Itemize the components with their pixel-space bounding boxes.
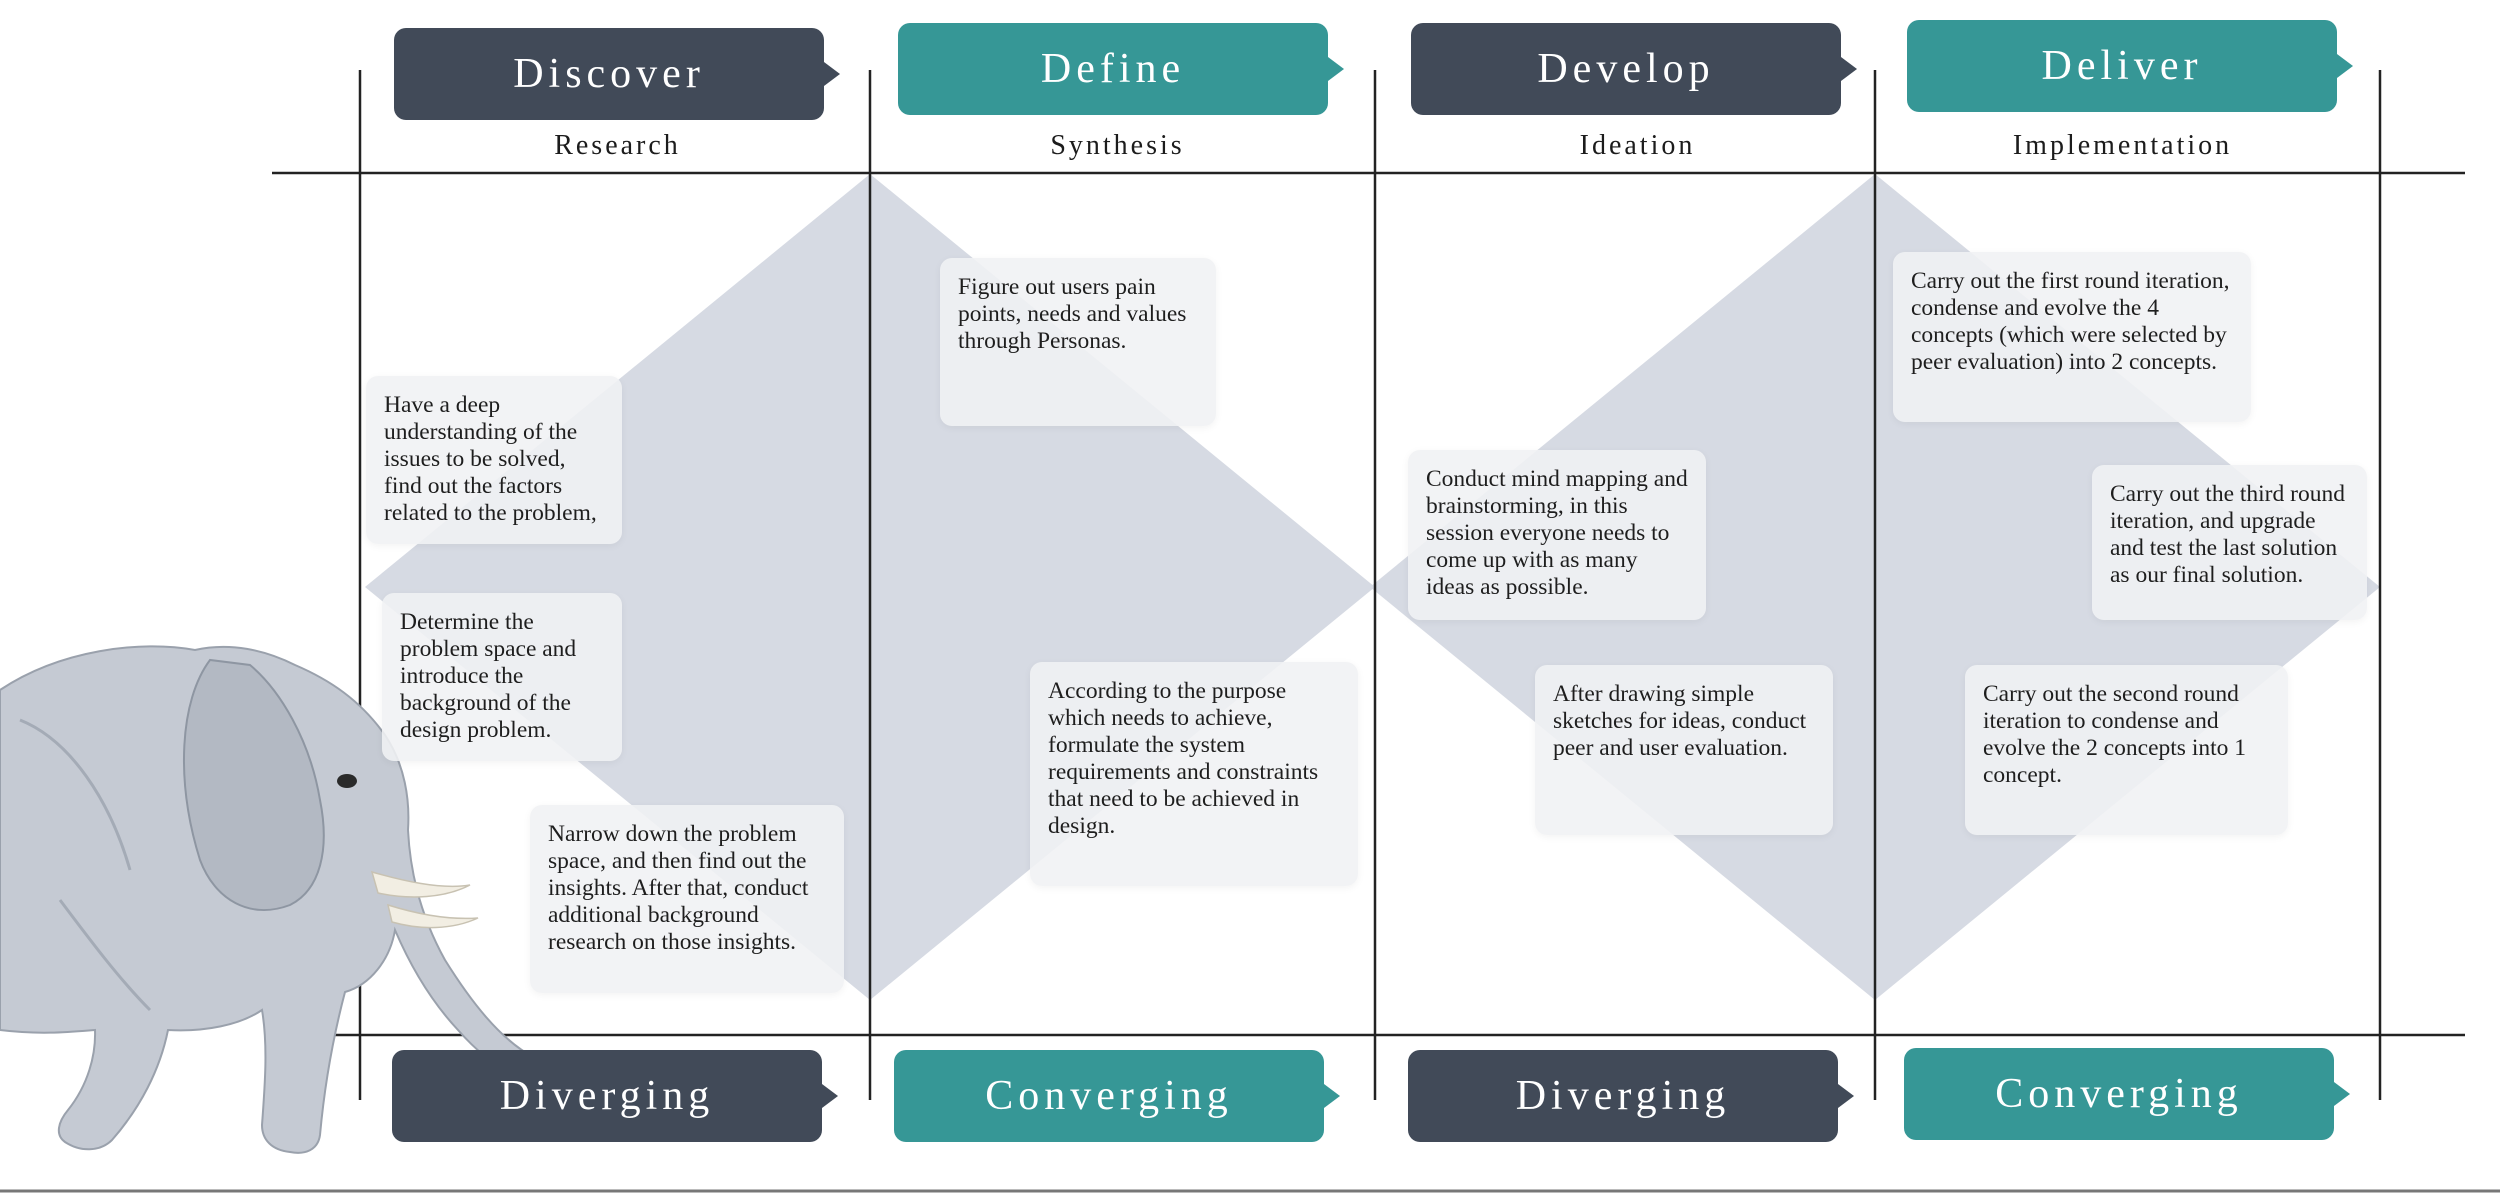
card-deliver-1: Carry out the first round iteration, con…	[1893, 252, 2251, 422]
stage-deliver-tag: Deliver	[1907, 20, 2353, 112]
mode-converging-2-label: Converging	[1995, 1071, 2243, 1117]
card-develop-1: Conduct mind mapping and brainstorming, …	[1408, 450, 1706, 620]
phase-implementation: Implementation	[2012, 130, 2233, 161]
mode-diverging-2-label: Diverging	[1515, 1073, 1731, 1119]
card-discover-3-text: Narrow down the problem space, and then …	[548, 821, 809, 955]
stage-discover-label: Discover	[513, 51, 705, 97]
card-discover-2: Determine the problem space and introduc…	[382, 593, 622, 761]
stage-develop-tag: Develop	[1411, 23, 1857, 115]
stage-define-tag: Define	[898, 23, 1344, 115]
card-discover-3: Narrow down the problem space, and then …	[530, 805, 844, 993]
phase-ideation: Ideation	[1579, 130, 1696, 161]
card-deliver-3-text: Carry out the second round iteration to …	[1983, 681, 2246, 788]
mode-converging-1-label: Converging	[985, 1073, 1233, 1119]
mode-diverging-2-tag: Diverging	[1408, 1050, 1854, 1142]
phase-synthesis: Synthesis	[1050, 130, 1185, 161]
stage-discover-tag: Discover	[394, 28, 840, 120]
card-develop-2: After drawing simple sketches for ideas,…	[1535, 665, 1833, 835]
card-discover-1-text: Have a deep understanding of the issues …	[384, 392, 597, 526]
card-define-2: According to the purpose which needs to …	[1030, 662, 1358, 886]
card-define-1: Figure out users pain points, needs and …	[940, 258, 1216, 426]
card-deliver-3: Carry out the second round iteration to …	[1965, 665, 2288, 835]
mode-converging-2-tag: Converging	[1904, 1048, 2350, 1140]
card-develop-1-text: Conduct mind mapping and brainstorming, …	[1426, 466, 1688, 600]
card-develop-2-text: After drawing simple sketches for ideas,…	[1553, 681, 1807, 761]
card-deliver-1-text: Carry out the first round iteration, con…	[1911, 268, 2230, 375]
mode-diverging-1-tag: Diverging	[392, 1050, 838, 1142]
card-discover-2-text: Determine the problem space and introduc…	[400, 609, 577, 743]
card-discover-1: Have a deep understanding of the issues …	[366, 376, 622, 544]
card-define-1-text: Figure out users pain points, needs and …	[958, 274, 1187, 354]
mode-converging-1-tag: Converging	[894, 1050, 1340, 1142]
card-deliver-2-text: Carry out the third round iteration, and…	[2110, 481, 2345, 588]
stage-define-label: Define	[1040, 46, 1186, 92]
card-deliver-2: Carry out the third round iteration, and…	[2092, 465, 2367, 620]
mode-diverging-1-label: Diverging	[499, 1073, 715, 1119]
phase-research: Research	[554, 130, 681, 161]
stage-develop-label: Develop	[1537, 46, 1715, 92]
card-define-2-text: According to the purpose which needs to …	[1048, 678, 1319, 839]
stage-deliver-label: Deliver	[2041, 43, 2203, 89]
